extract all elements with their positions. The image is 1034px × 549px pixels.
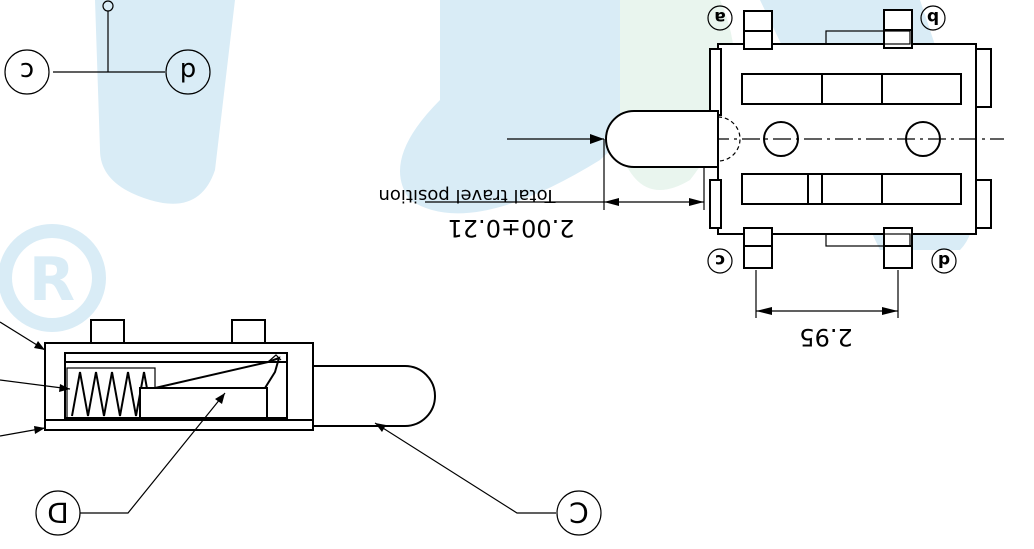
callout-label-d-top: d bbox=[180, 56, 197, 86]
terminal-c-label: c bbox=[715, 250, 725, 270]
watermark-bar-left bbox=[95, 0, 235, 204]
side-tab-left-bottom bbox=[709, 179, 722, 229]
plan-actuator bbox=[605, 110, 719, 168]
actuator-block bbox=[139, 387, 268, 419]
terminal-c-circle bbox=[707, 248, 733, 274]
plan-view: a b c d 2.95 2.00±0.21 bbox=[379, 5, 1004, 351]
leader-line-c bbox=[374, 422, 556, 514]
pitch-arrow-right bbox=[882, 307, 898, 315]
callout-label-c-top: c bbox=[20, 56, 34, 86]
actuator-hidden-edge bbox=[717, 116, 741, 162]
travel-arrow-right bbox=[689, 198, 704, 206]
terminal-a-label: a bbox=[714, 7, 725, 27]
terminal-b-label: b bbox=[927, 7, 939, 27]
terminal-a-upper bbox=[743, 10, 773, 32]
top-ledge bbox=[825, 30, 911, 45]
slot-bottom bbox=[741, 173, 962, 205]
watermark-registered-letter: R bbox=[29, 245, 75, 315]
terminal-c-lower bbox=[743, 245, 773, 269]
leader-arrow-1 bbox=[34, 341, 45, 350]
force-arrow-head bbox=[590, 134, 604, 144]
callout-label-c-bottom: C bbox=[569, 496, 589, 529]
callout-circle-d-bottom bbox=[35, 490, 81, 536]
travel-dimension-value: 2.00±0.21 bbox=[448, 214, 575, 242]
cross-section-view: D C bbox=[0, 319, 602, 536]
terminal-a-circle bbox=[707, 5, 733, 31]
housing-peg-right bbox=[231, 319, 266, 344]
side-tab-right-top bbox=[975, 48, 992, 108]
pitch-dimension-value: 2.95 bbox=[799, 323, 852, 351]
watermark-registered-inner bbox=[12, 238, 92, 318]
terminal-b-lower bbox=[883, 29, 913, 49]
leader-arrow-c bbox=[375, 423, 386, 432]
callout-circle-c-top bbox=[4, 49, 50, 95]
terminal-a-lower bbox=[743, 30, 773, 50]
plunger bbox=[312, 365, 436, 427]
slot-top bbox=[741, 73, 962, 105]
side-tab-left-top bbox=[709, 48, 722, 116]
terminal-b-circle bbox=[920, 5, 946, 31]
terminal-d-circle bbox=[931, 248, 957, 274]
callout-label-d-bottom: D bbox=[47, 496, 69, 529]
terminal-d-lower bbox=[883, 245, 913, 269]
leader-arrow-3 bbox=[34, 426, 45, 434]
callout-circle-c-bottom bbox=[556, 490, 602, 536]
callout-circle-d-top bbox=[165, 49, 211, 95]
travel-arrow-left bbox=[604, 198, 619, 206]
terminal-c-upper bbox=[743, 227, 773, 247]
leader-arrow-d bbox=[215, 393, 225, 404]
terminal-d-upper bbox=[883, 227, 913, 247]
side-tab-right-bottom bbox=[975, 179, 992, 229]
travel-dimension-label: Total travel position bbox=[379, 185, 557, 206]
housing-peg-left bbox=[90, 319, 125, 344]
spring-coil bbox=[71, 371, 153, 417]
terminal-d-label: d bbox=[938, 250, 950, 270]
terminal-b-upper bbox=[883, 9, 913, 31]
watermark-stroke-center bbox=[400, 0, 651, 214]
leader-line-d bbox=[80, 392, 226, 514]
contact-tip bbox=[267, 354, 282, 363]
leader-arrow-2 bbox=[59, 384, 70, 392]
schematic-symbol: c d bbox=[4, 0, 211, 95]
pitch-arrow-left bbox=[756, 307, 772, 315]
bottom-ledge bbox=[825, 233, 911, 247]
leader-line-2 bbox=[0, 379, 71, 390]
